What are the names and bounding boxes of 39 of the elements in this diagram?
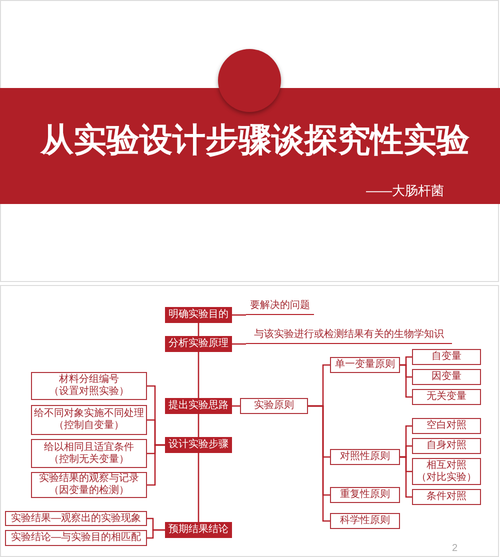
connector-line: [400, 456, 412, 498]
subtitle: ——大肠杆菌: [366, 183, 444, 199]
principle-box: 科学性原则: [330, 513, 400, 529]
page-number: 2: [452, 543, 458, 555]
principle-box: 给不同对象实施不同处理（控制自变量）: [31, 405, 147, 435]
principle-box: 材料分组编号（设置对照实验）: [31, 372, 147, 400]
step-box: 预期结果结论: [165, 522, 232, 538]
principle-box: 对照性原则: [330, 449, 400, 465]
principle-box: 单一变量原则: [330, 357, 400, 373]
connector-line: [147, 529, 165, 539]
slide-title: 从实验设计步骤谈探究性实验: [39, 120, 470, 160]
connector-line: [147, 444, 165, 486]
principle-box: 实验结论—与实验目的相匹配: [5, 530, 147, 546]
connector-line: [232, 343, 246, 345]
principle-box: 实验结果的观察与记录（因变量的检测）: [31, 472, 147, 498]
connector-line: [198, 352, 200, 398]
principle-box: 给以相同且适宜条件（控制无关变量）: [31, 439, 147, 468]
connector-line: [198, 414, 200, 437]
principle-box: 实验原则: [240, 398, 308, 414]
principle-box: 实验结果—观察出的实验现象: [5, 511, 147, 526]
step-box: 设计实验步骤: [165, 437, 232, 453]
principle-box: 无关变量: [412, 389, 481, 405]
principle-box: 条件对照: [412, 489, 481, 505]
underlined-note: 要解决的问题: [246, 300, 314, 315]
step-box: 明确实验目的: [165, 307, 232, 323]
step-box: 分析实验原理: [165, 336, 232, 352]
connector-line: [232, 314, 246, 316]
principle-box: 重复性原则: [330, 487, 400, 503]
principle-box: 空白对照: [412, 418, 481, 434]
connector-line: [308, 405, 330, 522]
principle-box: 因变量: [412, 369, 481, 385]
underlined-note: 与该实验进行或检测结果有关的生物学知识: [246, 329, 452, 344]
principle-box: 自身对照: [412, 438, 481, 454]
connector-line: [400, 364, 412, 398]
connector-line: [198, 453, 200, 522]
connector-line: [198, 323, 200, 336]
principle-box: 自变量: [412, 349, 481, 365]
principle-box: 相互对照（对比实验）: [412, 458, 481, 485]
step-box: 提出实验思路: [165, 398, 232, 414]
